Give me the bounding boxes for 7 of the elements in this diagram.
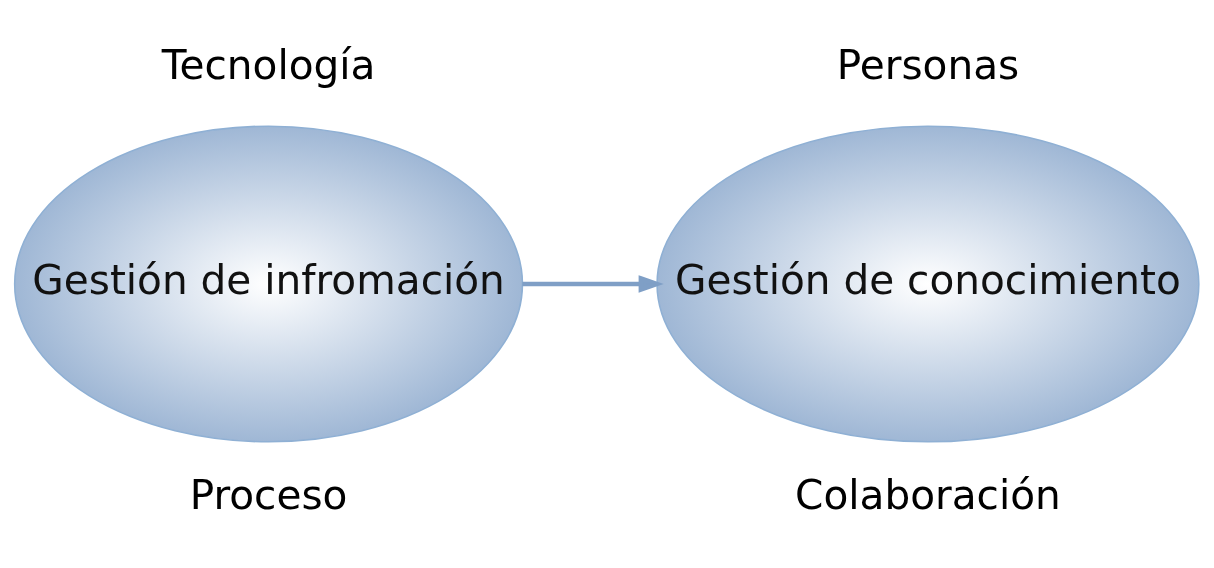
arrow (522, 275, 664, 293)
node-ellipse: Gestión de infromación (13, 125, 524, 443)
label: Colaboración (795, 470, 1061, 519)
label: Proceso (189, 470, 348, 519)
node-ellipse: Gestión de conocimiento (656, 125, 1200, 443)
label: Personas (836, 41, 1020, 89)
label: Tecnología (161, 41, 376, 89)
